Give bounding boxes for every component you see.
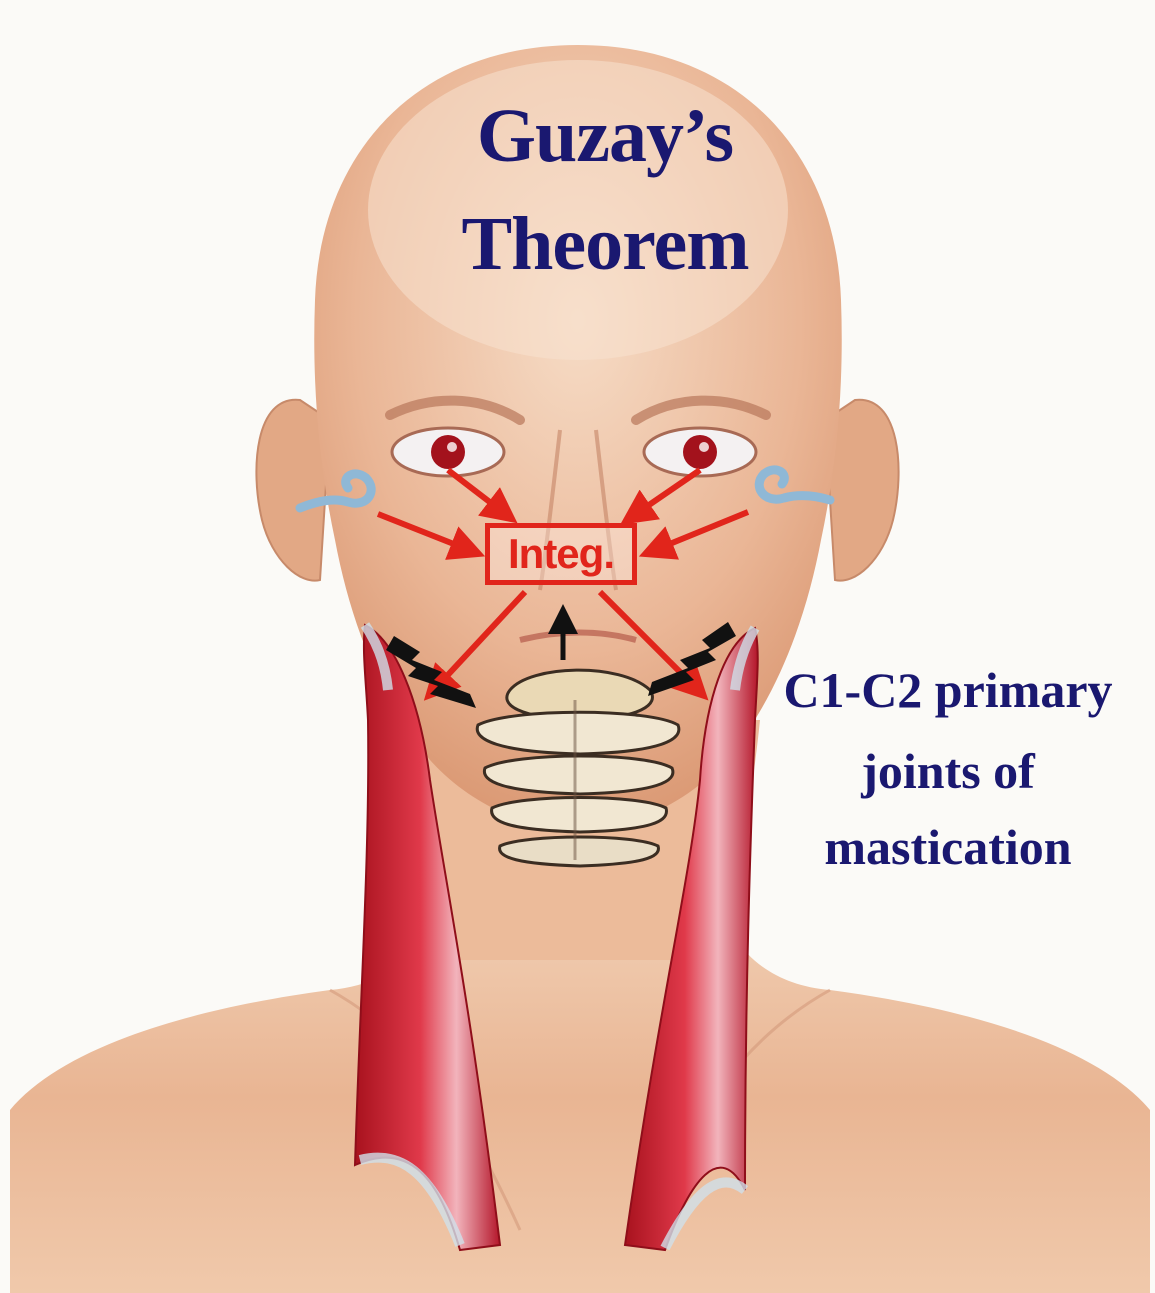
- side-label-line-1: C1-C2 primary: [748, 665, 1148, 715]
- left-eye-icon: [392, 428, 504, 476]
- integrator-box: Integ.: [485, 523, 637, 585]
- title-line-2: Theorem: [440, 206, 770, 282]
- title-line-1: Guzay’s: [440, 98, 770, 174]
- right-eye-icon: [644, 428, 756, 476]
- side-label-line-3: mastication: [748, 822, 1148, 872]
- side-label-line-2: joints of: [748, 746, 1148, 796]
- integrator-label: Integ.: [508, 530, 614, 578]
